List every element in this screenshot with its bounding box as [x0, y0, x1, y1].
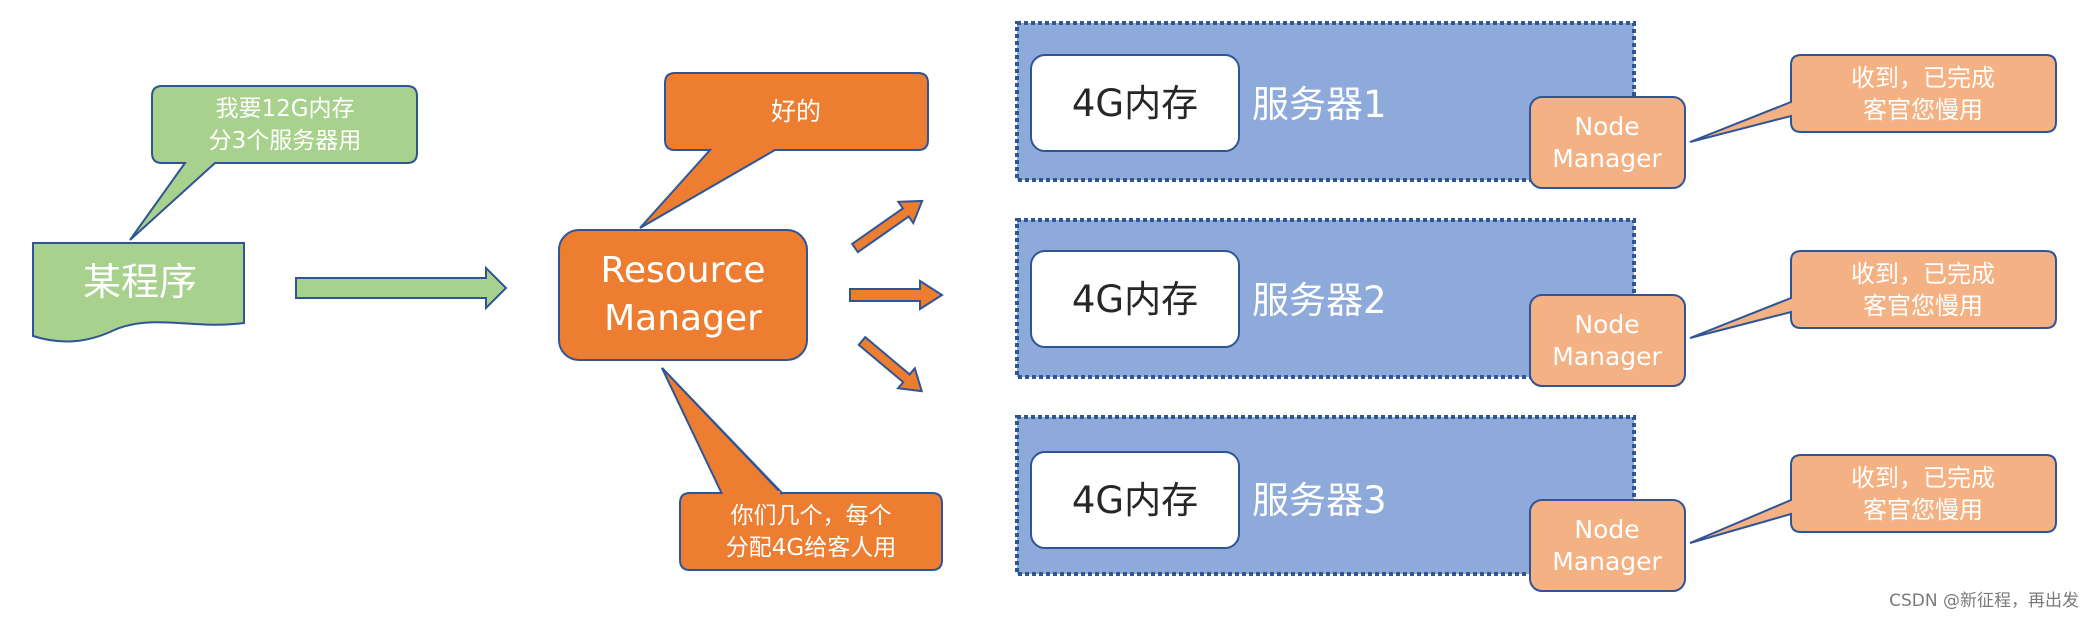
server-1: 4G内存 服务器1 Node Manager 收到，已完成 客官您慢用 — [1015, 21, 2057, 189]
rm-reply-bottom-pointer — [661, 367, 783, 495]
server-1-node-line2: Manager — [1552, 144, 1662, 173]
server-2-node-line2: Manager — [1552, 342, 1662, 371]
server-1-reply-line2: 客官您慢用 — [1863, 96, 1983, 124]
server-3-reply-line1: 收到，已完成 — [1851, 464, 1995, 492]
program-label: 某程序 — [83, 260, 197, 304]
rm-to-server1-arrow — [850, 199, 924, 254]
server-3-reply-bubble — [1689, 454, 2057, 544]
rm-reply-bottom-line1: 你们几个，每个 — [731, 503, 892, 529]
server-2: 4G内存 服务器2 Node Manager 收到，已完成 客官您慢用 — [1015, 218, 2057, 387]
resource-manager-node: Resource Manager — [558, 229, 808, 361]
rm-to-server2-arrow — [849, 279, 944, 311]
csdn-watermark-credit: CSDN @新征程，再出发 — [1889, 591, 2079, 611]
program-bubble-line1: 我要12G内存 — [215, 96, 354, 122]
program-request-bubble: 我要12G内存 分3个服务器用 — [129, 85, 418, 241]
server-2-reply-line1: 收到，已完成 — [1851, 260, 1995, 288]
server-3-memory-label: 4G内存 — [1072, 479, 1198, 522]
program-bubble-shape — [129, 85, 418, 241]
server-1-reply-line1: 收到，已完成 — [1851, 64, 1995, 92]
rm-reply-top-shape — [639, 72, 929, 229]
program-document-shape — [32, 242, 245, 343]
server-1-node-manager-box — [1529, 96, 1686, 189]
rm-to-server3-arrow — [857, 335, 924, 393]
server-1-memory-box — [1030, 54, 1240, 152]
server-1-memory-label: 4G内存 — [1072, 82, 1198, 125]
server-2-reply-bubble — [1689, 250, 2057, 339]
server-2-name: 服务器2 — [1252, 279, 1387, 322]
server-3-node-manager-box — [1529, 499, 1686, 592]
program-to-rm-arrow — [295, 265, 508, 311]
server-2-node-manager-box — [1529, 294, 1686, 387]
resource-manager-box — [558, 229, 808, 361]
rm-reply-bottom-shape — [661, 367, 943, 571]
server-3-name: 服务器3 — [1252, 479, 1387, 522]
rm-reply-bottom-bubble: 你们几个，每个 分配4G给客人用 — [661, 367, 943, 571]
server-1-name: 服务器1 — [1252, 83, 1387, 126]
program-node: 某程序 — [32, 242, 245, 343]
server-3: 4G内存 服务器3 Node Manager 收到，已完成 客官您慢用 — [1015, 415, 2057, 592]
server-3-reply-line2: 客官您慢用 — [1863, 496, 1983, 524]
server-1-node-line1: Node — [1574, 112, 1639, 141]
server-2-node-line1: Node — [1574, 310, 1639, 339]
rm-to-server-arrows — [849, 199, 944, 393]
rm-reply-top-text: 好的 — [771, 97, 821, 126]
server-3-memory-box — [1030, 451, 1240, 549]
rm-reply-top-bubble: 好的 — [639, 72, 929, 229]
program-bubble-line2: 分3个服务器用 — [209, 128, 362, 154]
rm-reply-bottom-line2: 分配4G给客人用 — [726, 535, 896, 561]
server-2-reply-line2: 客官您慢用 — [1863, 292, 1983, 320]
server-1-reply-bubble — [1689, 54, 2057, 143]
rm-label-line1: Resource — [600, 250, 765, 291]
server-3-node-line1: Node — [1574, 515, 1639, 544]
rm-label-line2: Manager — [604, 298, 762, 339]
server-3-node-line2: Manager — [1552, 547, 1662, 576]
server-2-memory-box — [1030, 250, 1240, 348]
server-2-memory-label: 4G内存 — [1072, 278, 1198, 321]
